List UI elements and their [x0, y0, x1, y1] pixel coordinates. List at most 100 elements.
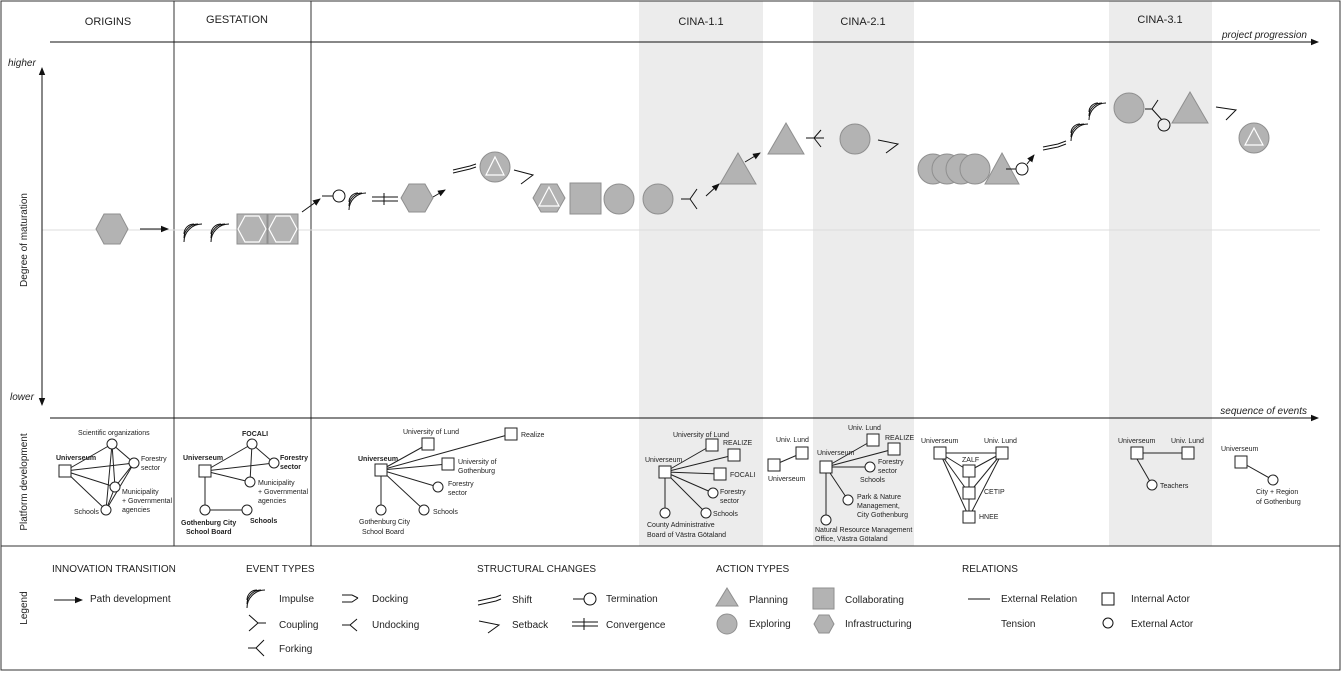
platform-label: Platform development: [19, 433, 30, 530]
node-label: Univ. Lund: [1171, 438, 1204, 445]
phase-band-cina31: [1109, 1, 1212, 546]
external-actor-node: [707, 487, 719, 499]
internal-actor-node: [504, 427, 518, 441]
internal-actor-node: [933, 446, 947, 460]
forking-icon: [681, 188, 698, 210]
node-label: Universeum: [183, 455, 223, 462]
node-label: HNEE: [979, 514, 999, 521]
node-label: County Administrative: [647, 522, 715, 529]
node-label: + Governmental: [258, 489, 308, 496]
network-labels: Scientific organizations Universeum Fore…: [56, 425, 1301, 543]
legend-relations-title: RELATIONS: [962, 564, 1018, 575]
platform-networks: [58, 427, 1279, 526]
exploring-circle: [959, 153, 991, 185]
x-axis-bottom-label: sequence of events: [1220, 406, 1307, 417]
exploring-icon: [716, 613, 738, 635]
impulse-icon: [246, 589, 266, 609]
node-label: agencies: [258, 498, 287, 505]
node-label: Universeum: [817, 450, 855, 457]
external-actor-node: [375, 504, 387, 516]
legend-external-relation: External Relation: [1001, 594, 1077, 605]
phase-title-gestation: GESTATION: [206, 14, 268, 26]
network-cina11: [658, 438, 741, 519]
exploring-circle: [642, 183, 674, 215]
legend-side-label: Legend: [19, 591, 30, 624]
exploring-circle: [1113, 92, 1145, 124]
node-label: Gothenburg City: [359, 519, 410, 526]
external-actor-node: [700, 507, 712, 519]
collaborating-square: [267, 213, 299, 245]
internal-actor-node: [421, 437, 435, 451]
external-actor-node: [241, 504, 253, 516]
exploring-circle: [603, 183, 635, 215]
legend-coupling: Coupling: [279, 620, 318, 631]
legend: INNOVATION TRANSITION EVENT TYPES STRUCT…: [52, 564, 1194, 657]
phase-title-cina31: CINA-3.1: [1137, 14, 1182, 26]
network-cina21: [819, 433, 901, 526]
network-origins: [58, 438, 140, 516]
node-label: agencies: [122, 507, 151, 514]
node-label: REALIZE: [885, 435, 915, 442]
exploring-circle: [839, 123, 871, 155]
node-label: Univ. Lund: [848, 425, 881, 432]
external-actor-node: [820, 514, 832, 526]
legend-forking: Forking: [279, 644, 312, 655]
node-label: + Governmental: [122, 498, 172, 505]
node-label: Municipality: [122, 489, 159, 496]
termination-circle: [332, 189, 346, 203]
node-label: CETIP: [984, 489, 1005, 496]
node-label: Universeum: [358, 456, 398, 463]
coupling-icon: [248, 614, 266, 632]
legend-termination: Termination: [606, 594, 658, 605]
node-label: Univ. Lund: [776, 437, 809, 444]
internal-actor-node: [819, 460, 833, 474]
external-actor-node: [100, 504, 112, 516]
network-zalf: [933, 446, 1009, 524]
external-actor-node: [418, 504, 430, 516]
network-final: [1234, 455, 1279, 486]
external-actor-node: [864, 461, 876, 473]
shift-icon: [1042, 140, 1067, 151]
legend-impulse: Impulse: [279, 594, 314, 605]
external-actor-node: [659, 507, 671, 519]
legend-infrastructuring: Infrastructuring: [845, 619, 912, 630]
legend-convergence: Convergence: [606, 620, 666, 631]
path-arrow: [301, 198, 321, 213]
node-label: Gothenburg City: [181, 520, 236, 527]
node-label: Natural Resource Management: [815, 527, 912, 534]
forking-icon: [248, 639, 265, 657]
impulse-icon: [183, 223, 203, 243]
legend-internal-actor: Internal Actor: [1131, 594, 1191, 605]
internal-actor-node: [866, 433, 880, 447]
phase-title-origins: ORIGINS: [85, 16, 131, 28]
internal-actor-node: [441, 457, 455, 471]
planning-icon: [715, 587, 739, 607]
infrastructuring-icon: [813, 614, 835, 634]
node-label: Univ. Lund: [984, 438, 1017, 445]
internal-actor-node: [962, 486, 976, 500]
internal-actor-node: [58, 464, 72, 478]
node-label: Realize: [521, 432, 544, 439]
legend-external-actor: External Actor: [1131, 619, 1194, 630]
path-arrow: [705, 183, 720, 197]
node-label: Forestry: [448, 481, 474, 488]
collaborating-icon: [812, 587, 835, 610]
node-label: Universeum: [1118, 438, 1156, 445]
node-label: Universeum: [921, 438, 959, 445]
infrastructuring-hexagon: [268, 215, 298, 243]
node-label: School Board: [362, 529, 404, 536]
node-label: Forestry: [878, 459, 904, 466]
internal-actor-node: [962, 464, 976, 478]
node-label: REALIZE: [723, 440, 753, 447]
legend-exploring: Exploring: [749, 619, 791, 630]
setback-icon: [478, 620, 501, 634]
infrastructuring-hexagon: [532, 183, 566, 213]
internal-actor-node: [767, 458, 781, 472]
y-axis-high: higher: [8, 58, 36, 69]
node-label: Schools: [74, 509, 99, 516]
network-gestation: [198, 438, 280, 516]
collaborating-square: [236, 213, 268, 245]
